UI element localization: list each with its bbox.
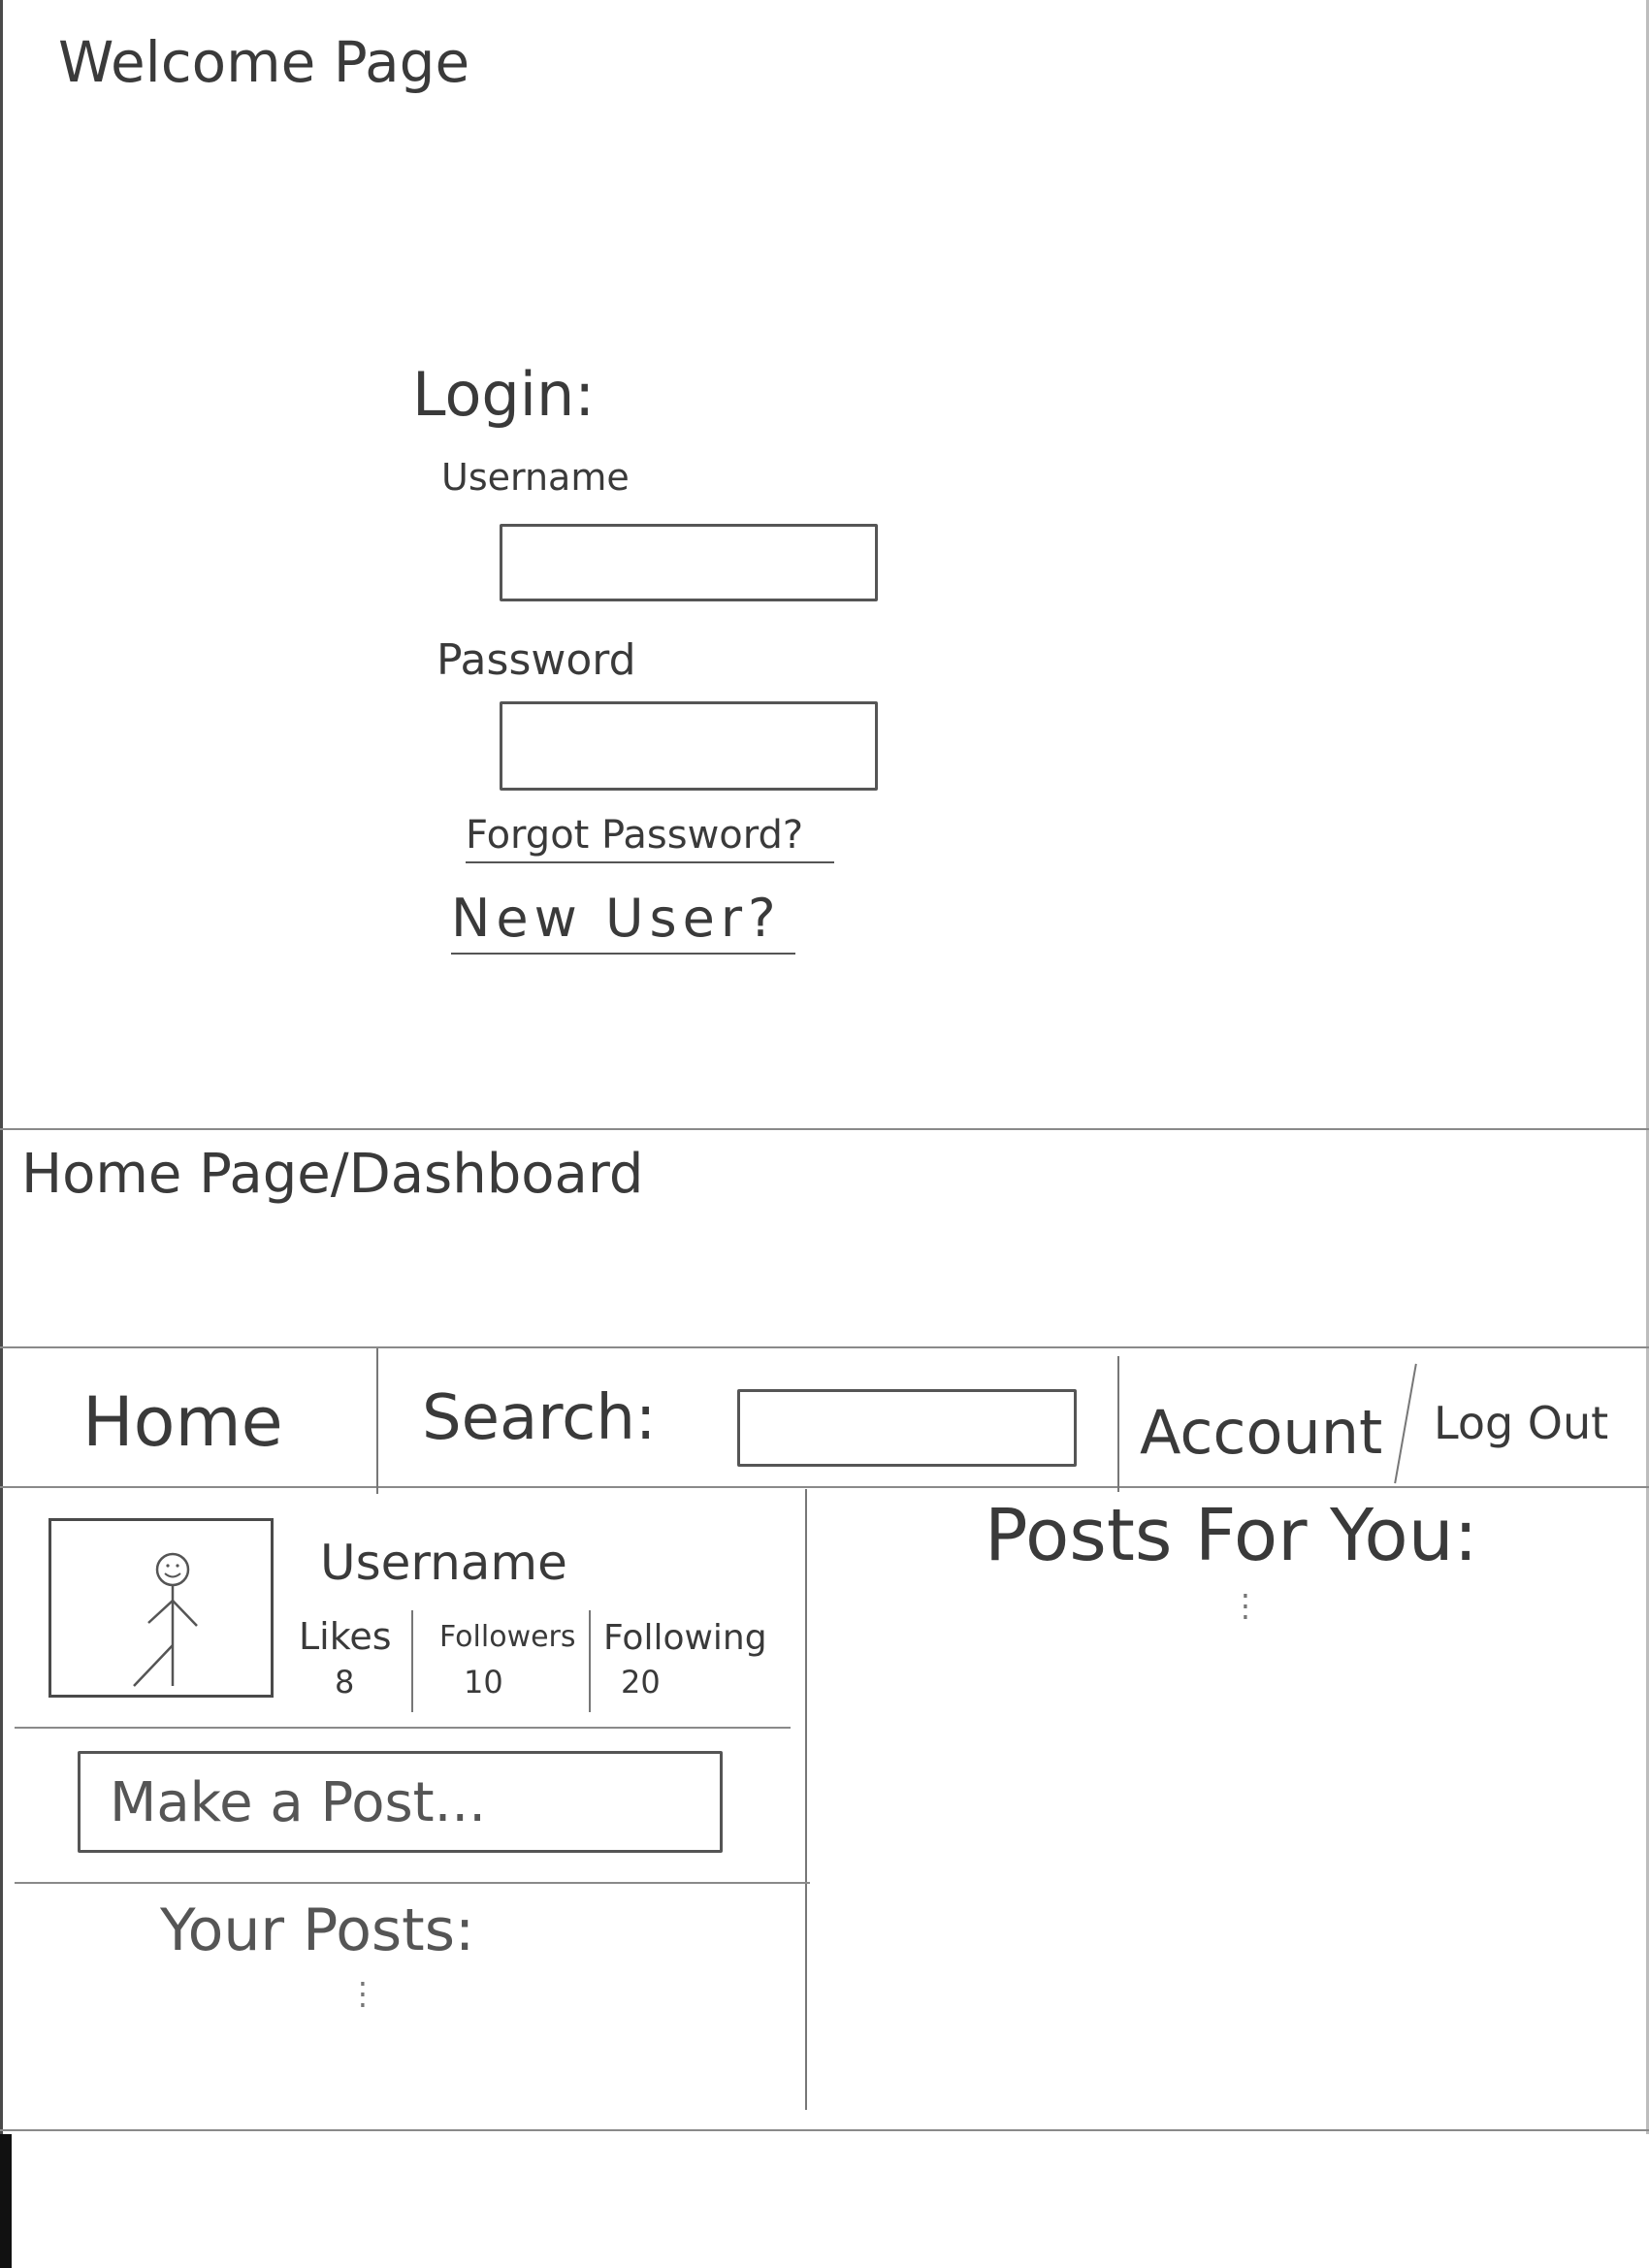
page-right-edge [1646, 0, 1649, 2134]
nav-divider-2 [1117, 1356, 1119, 1492]
posts-for-you-heading: Posts For You: [985, 1494, 1478, 1577]
nav-divider-1 [376, 1348, 378, 1494]
dashboard-page-title: Home Page/Dashboard [21, 1143, 644, 1206]
scan-edge-strip [0, 2134, 12, 2268]
avatar [48, 1518, 274, 1698]
welcome-page-title: Welcome Page [58, 29, 470, 95]
stat-followers-label: Followers [439, 1620, 576, 1654]
make-post-input[interactable]: Make a Post... [78, 1751, 723, 1853]
your-posts-top-border [15, 1882, 810, 1884]
stat-divider-2 [589, 1610, 591, 1712]
forgot-password-link[interactable]: Forgot Password? [466, 813, 834, 863]
column-divider [805, 1489, 807, 2110]
page-left-edge [0, 0, 3, 2268]
dashboard-bottom-border [0, 2129, 1649, 2131]
nav-divider-3 [1394, 1363, 1417, 1484]
stat-followers-value: 10 [464, 1664, 503, 1701]
make-post-placeholder: Make a Post... [110, 1771, 487, 1834]
stat-divider-1 [411, 1610, 413, 1712]
password-input[interactable] [500, 701, 878, 791]
new-user-link[interactable]: New User? [451, 888, 795, 955]
stat-following-label: Following [603, 1618, 767, 1658]
stick-figure-icon [133, 1552, 198, 1687]
your-posts-heading: Your Posts: [160, 1896, 475, 1964]
username-label: Username [441, 456, 630, 499]
stat-likes-value: 8 [335, 1664, 355, 1701]
username-input[interactable] [500, 524, 878, 601]
nav-bottom-border [0, 1486, 1649, 1488]
posts-for-you-list-ellipsis: ⋮ [1230, 1587, 1261, 1624]
password-label: Password [436, 635, 636, 685]
nav-home[interactable]: Home [82, 1382, 283, 1462]
search-input[interactable] [737, 1389, 1077, 1467]
profile-bottom-border [15, 1727, 791, 1729]
section-divider [0, 1128, 1649, 1130]
profile-username: Username [320, 1535, 567, 1591]
search-label: Search: [422, 1382, 657, 1454]
your-posts-list-ellipsis: ⋮ [347, 1975, 378, 2012]
stat-following-value: 20 [621, 1664, 661, 1701]
nav-logout[interactable]: Log Out [1434, 1397, 1609, 1449]
stat-likes-label: Likes [299, 1615, 392, 1658]
nav-top-border [0, 1346, 1649, 1348]
login-heading: Login: [412, 359, 596, 430]
nav-account[interactable]: Account [1140, 1397, 1383, 1468]
